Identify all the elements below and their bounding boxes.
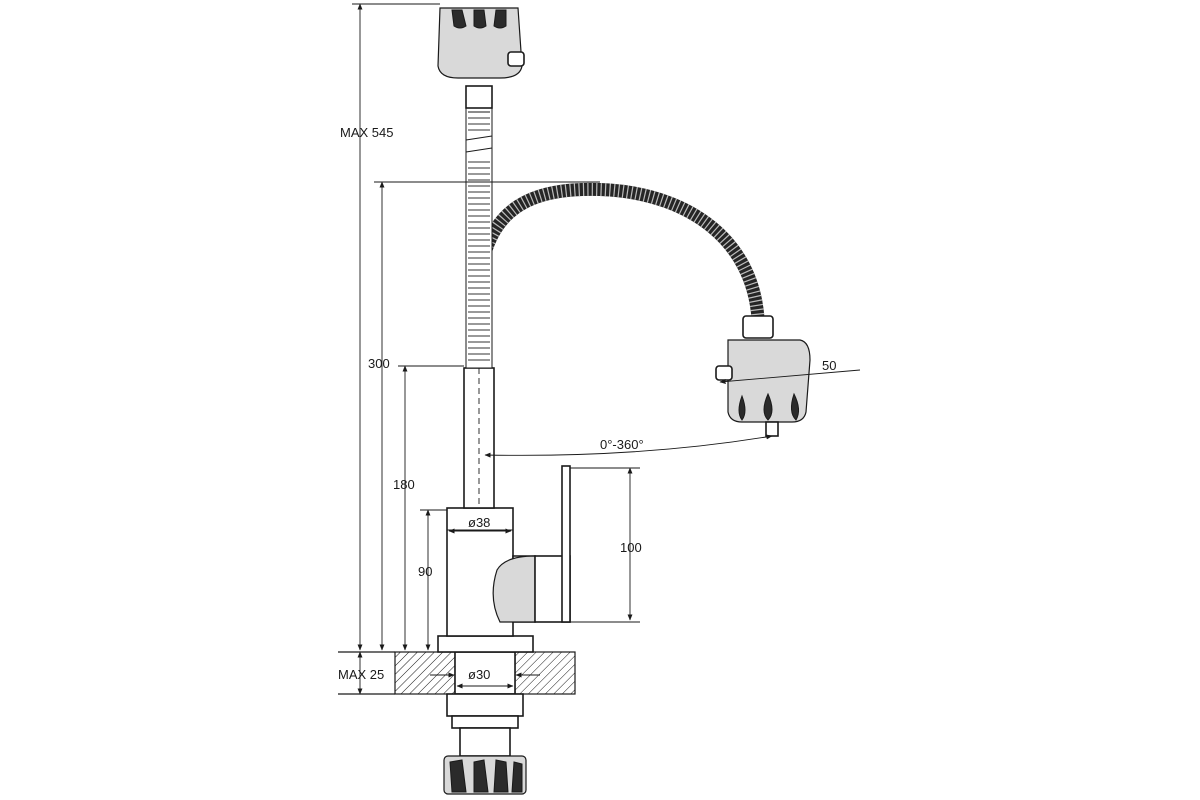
dim-base-height: 90 [418,564,432,579]
pullout-hose [465,85,493,369]
dim-body-diameter: ø38 [468,515,490,530]
dim-counter-thickness: MAX 25 [338,667,384,682]
countertop-section [338,651,576,695]
spout-pipe [463,367,495,509]
dim-mount-diameter: ø30 [468,667,490,682]
dimension-lines [352,3,861,695]
dim-handle-height: 100 [620,540,642,555]
dim-body-height: 180 [393,477,415,492]
dim-head-width: 50 [822,358,836,373]
dimension-labels: MAX 545 300 180 90 100 ø38 ø30 MAX 25 0°… [338,125,836,682]
dim-spout-height: 300 [368,356,390,371]
spray-head-extended [437,7,525,79]
dim-rotation: 0°-360° [600,437,644,452]
flexible-hose [472,182,765,368]
lever-handle [492,465,571,623]
spray-head [715,315,811,437]
dim-max-height: MAX 545 [340,125,393,140]
